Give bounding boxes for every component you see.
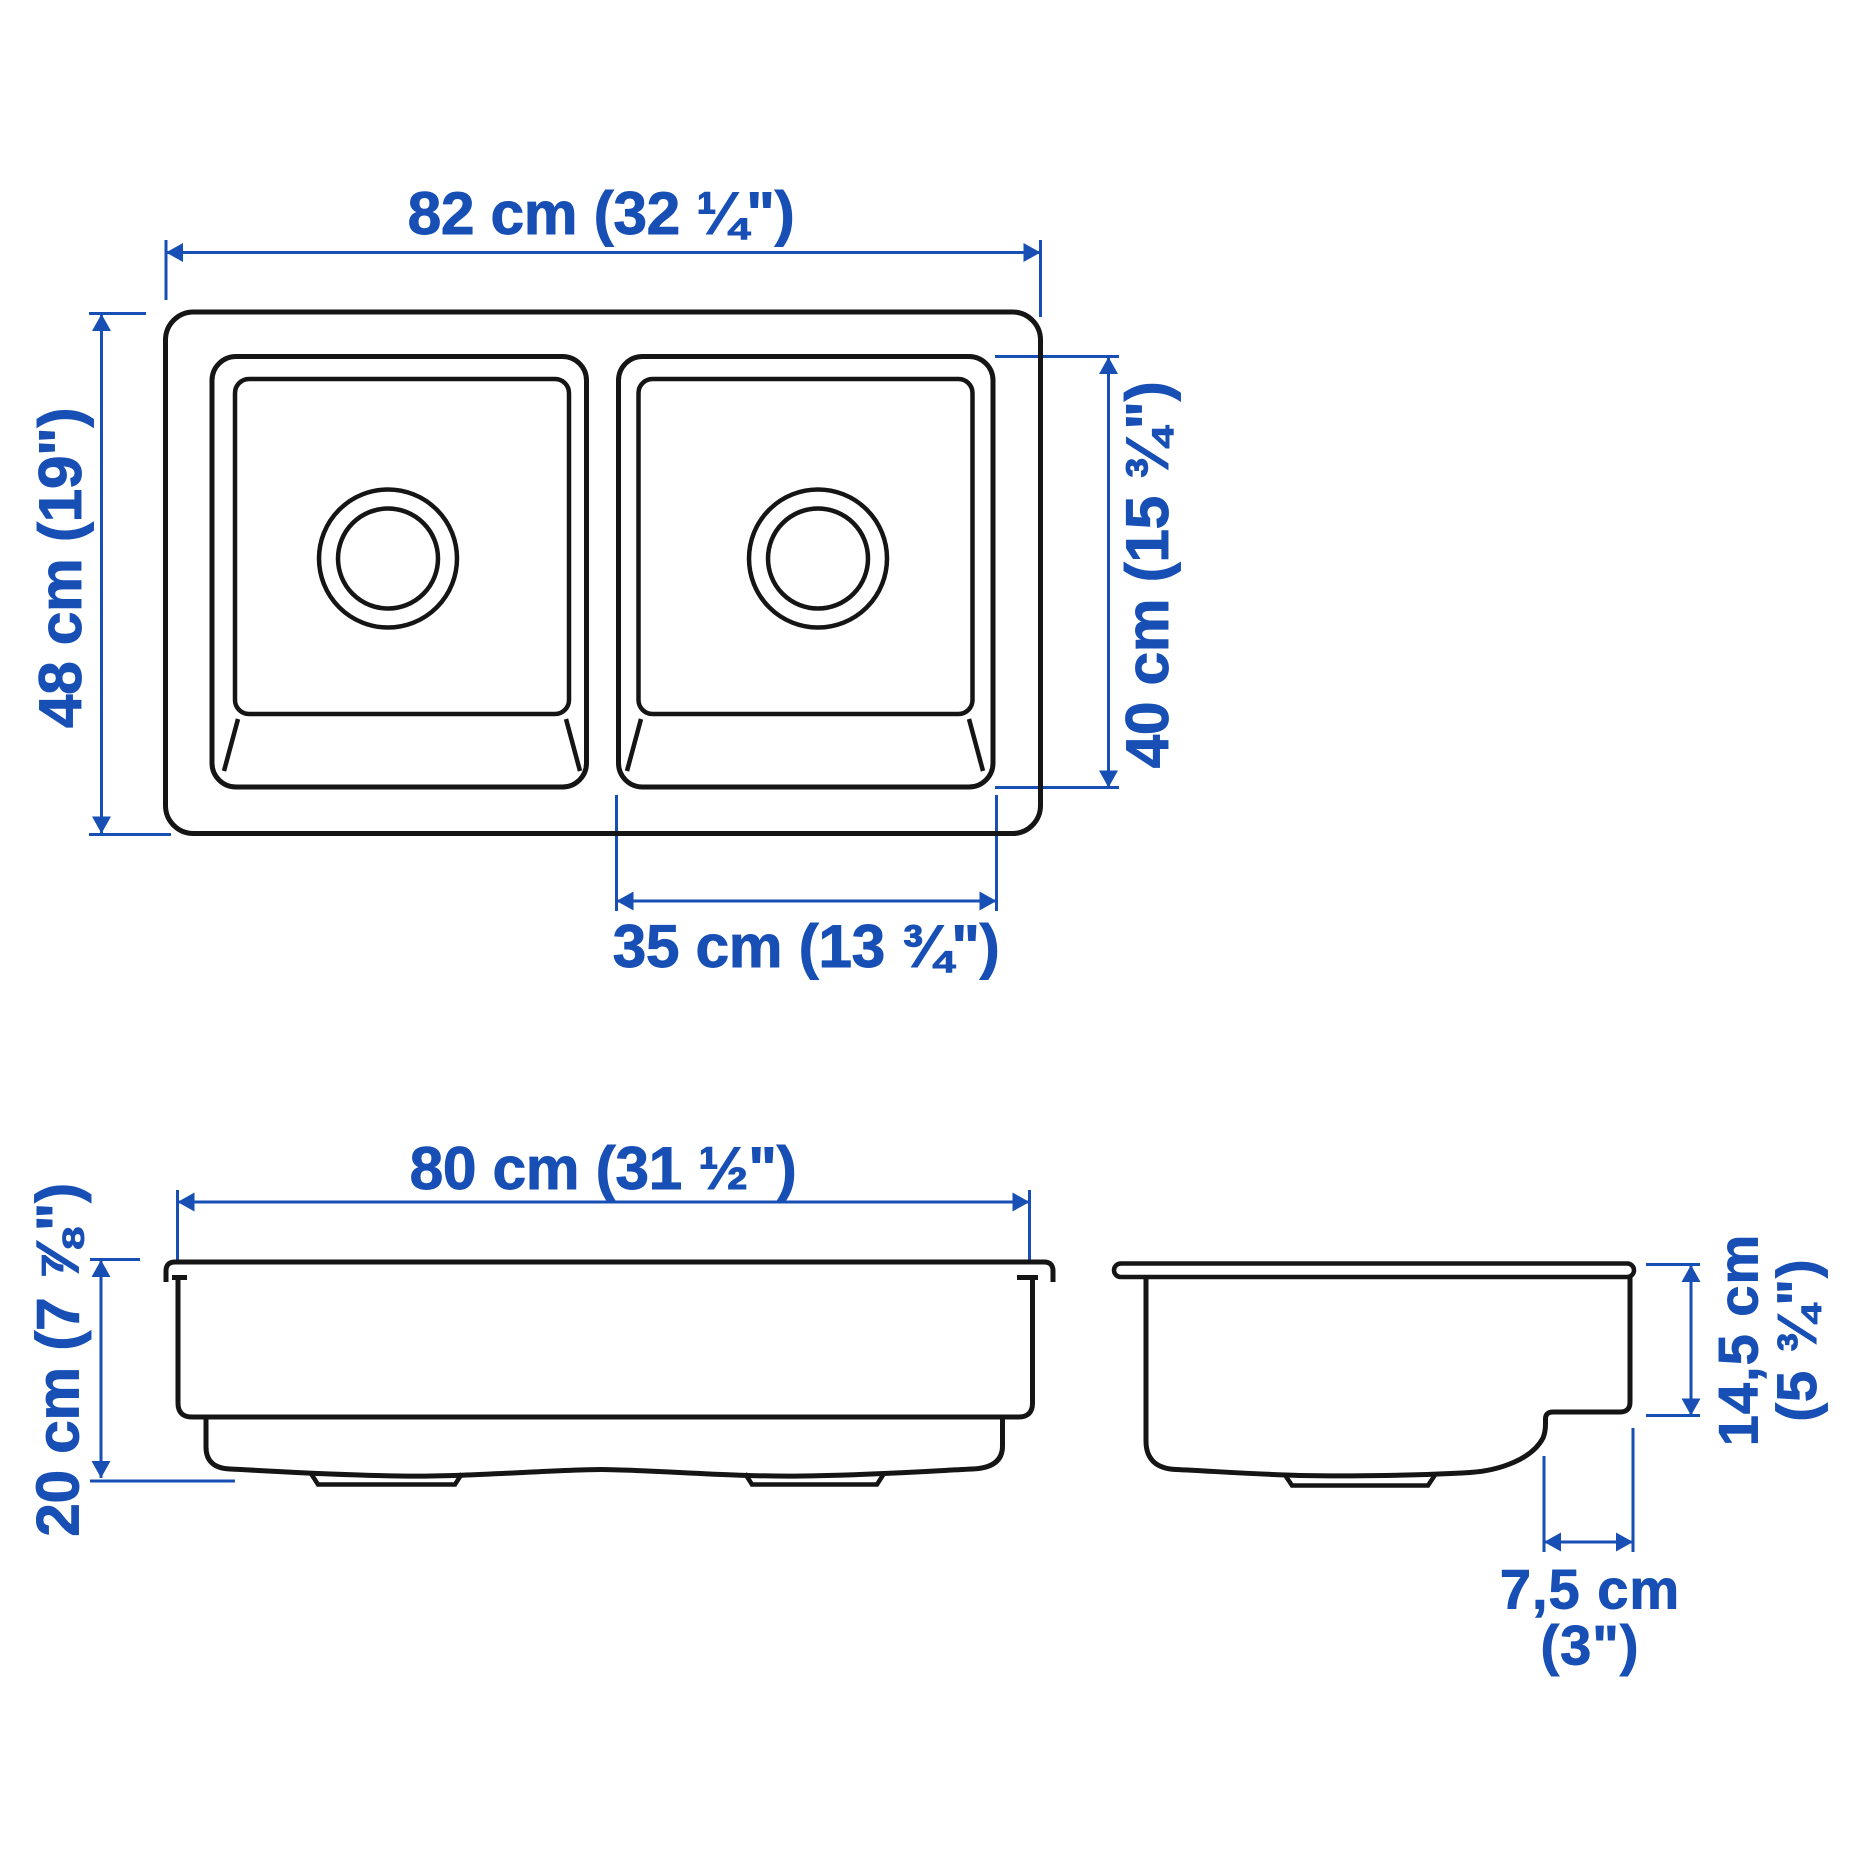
- svg-text:80 cm (31 ½"): 80 cm (31 ½"): [410, 1134, 797, 1202]
- svg-text:48 cm (19"): 48 cm (19"): [26, 408, 94, 728]
- svg-text:7,5 cm: 7,5 cm: [1500, 1558, 1680, 1621]
- svg-text:14,5 cm: 14,5 cm: [1707, 1234, 1770, 1447]
- svg-text:82 cm (32 ¼"): 82 cm (32 ¼"): [408, 179, 795, 247]
- svg-text:20 cm (7 ⅞"): 20 cm (7 ⅞"): [24, 1183, 92, 1536]
- svg-text:35 cm (13 ¾"): 35 cm (13 ¾"): [613, 912, 1000, 980]
- svg-text:(3"): (3"): [1541, 1614, 1640, 1677]
- svg-text:(5 ¾"): (5 ¾"): [1765, 1258, 1828, 1421]
- svg-text:40 cm (15 ¾"): 40 cm (15 ¾"): [1113, 382, 1181, 769]
